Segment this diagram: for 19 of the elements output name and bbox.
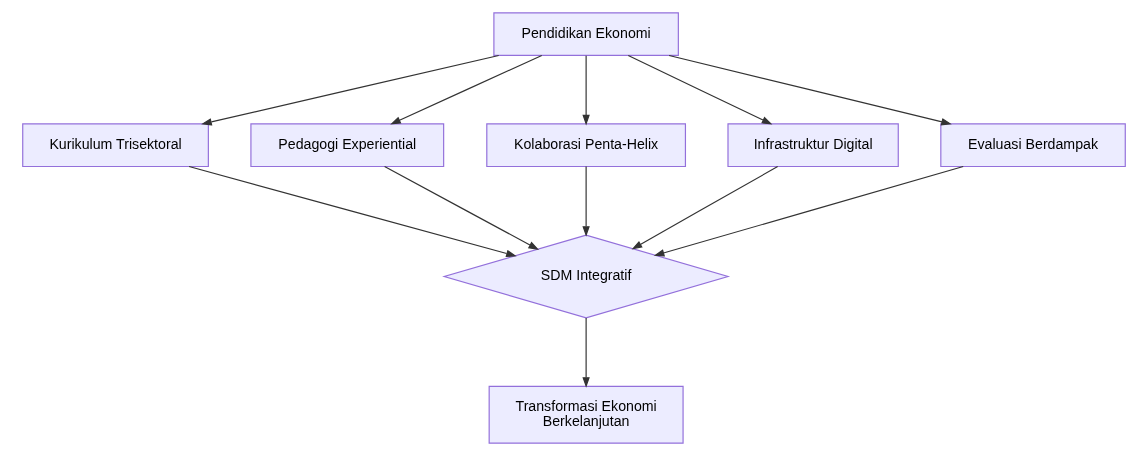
- arrow: [668, 54, 952, 126]
- node-box: Pedagogi Experiential: [249, 123, 444, 168]
- node-diamond: SDM Integratif: [441, 234, 730, 319]
- node-box: Infrastruktur Digital: [726, 123, 899, 168]
- node-box: Kurikulum Trisektoral: [21, 123, 209, 168]
- arrow: [389, 54, 542, 125]
- arrow: [188, 165, 517, 258]
- arrow: [200, 54, 499, 126]
- arrow: [581, 165, 590, 237]
- arrow: [631, 165, 778, 250]
- arrow: [653, 165, 964, 257]
- arrow: [581, 317, 590, 388]
- arrow: [581, 55, 590, 126]
- node-box: Pendidikan Ekonomi: [492, 12, 679, 56]
- arrow: [627, 54, 772, 125]
- node-box: Transformasi Ekonomi Berkelanjutan: [488, 385, 684, 444]
- node-box: Kolaborasi Penta-Helix: [485, 123, 686, 168]
- node-box: Evaluasi Berdampak: [939, 123, 1126, 168]
- arrow: [383, 165, 539, 250]
